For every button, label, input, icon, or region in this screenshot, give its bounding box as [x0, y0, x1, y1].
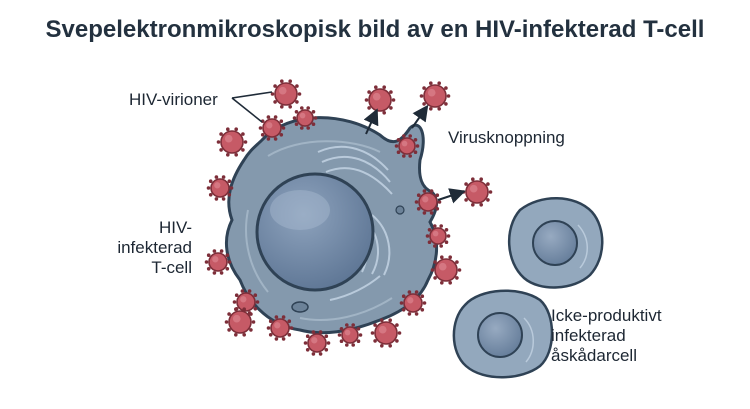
label-bystander-cell: Icke-produktivt infekterad åskådarcell [551, 306, 662, 366]
infected-cell-texture [245, 140, 393, 321]
label-line: infekterad [551, 326, 626, 345]
label-leaders [231, 91, 273, 123]
hiv-virion [430, 255, 462, 285]
label-line: Icke-produktivt [551, 306, 662, 325]
budding-arrow [437, 188, 466, 204]
hiv-virion [414, 189, 442, 215]
hiv-virion [337, 323, 363, 347]
label-hiv-virions: HIV-virioner [129, 90, 218, 109]
label-virus-budding: Virusknoppning [448, 128, 565, 147]
hiv-virion [303, 330, 331, 356]
hiv-virion [425, 224, 451, 248]
infected-cell-nucleus [255, 172, 375, 292]
hiv-virion [394, 134, 420, 158]
budding-arrows [363, 104, 466, 204]
hiv-virion [224, 307, 256, 337]
label-line: åskådarcell [551, 346, 637, 365]
bystander-cell-lower [452, 289, 554, 379]
hiv-virion [266, 315, 294, 341]
diagram-title: Svepelektronmikroskopisk bild av en HIV-… [45, 16, 705, 43]
hiv-virion [370, 318, 402, 348]
hiv-virion [292, 106, 318, 130]
bystander-cell-upper [508, 197, 604, 289]
label-infected-t-cell: HIV-infekterad T-cell [88, 218, 192, 278]
virions-leader [231, 91, 273, 99]
hiv-virion [364, 85, 396, 115]
infected-t-cell [225, 116, 438, 335]
hiv-virions [204, 79, 493, 356]
budding-arrow [411, 104, 429, 129]
label-line: HIV-infekterad [117, 218, 192, 257]
nucleus-highlight [270, 190, 330, 230]
hiv-virion [419, 81, 451, 111]
virions-leader [231, 97, 263, 123]
hiv-virion [461, 177, 493, 207]
vesicle [291, 301, 309, 313]
hiv-virion [270, 79, 302, 109]
vesicle [395, 205, 405, 215]
hiv-virion [216, 127, 248, 157]
hiv-virion [258, 115, 286, 141]
hiv-virion [206, 175, 234, 201]
hiv-virion [204, 249, 232, 275]
budding-arrow [363, 108, 379, 135]
label-line: T-cell [151, 258, 192, 277]
hiv-virion [399, 290, 427, 316]
